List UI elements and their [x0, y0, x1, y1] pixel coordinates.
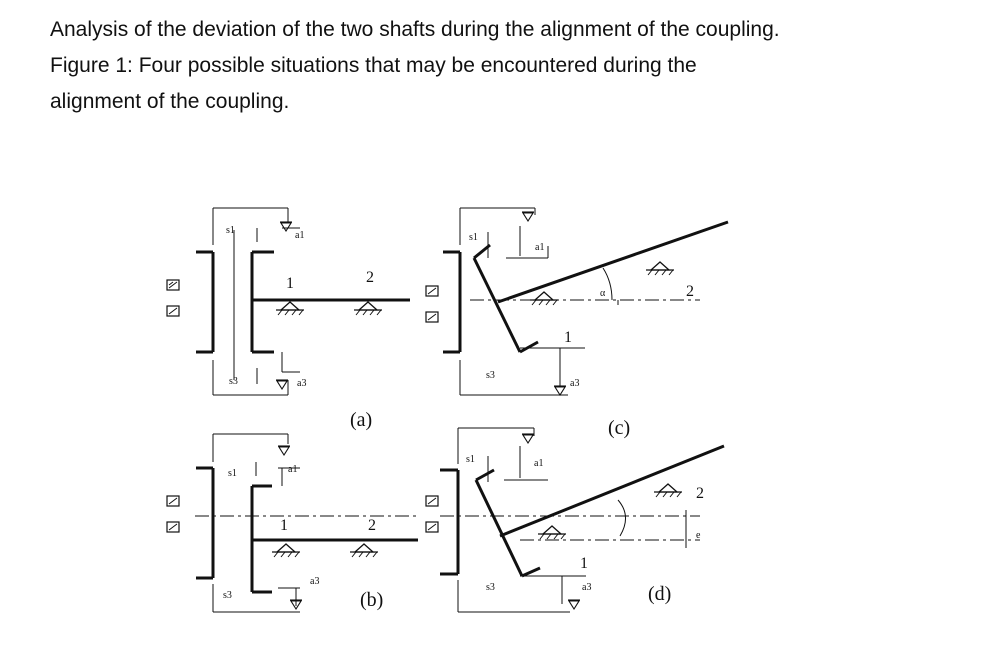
marker-icon	[425, 495, 439, 507]
label-c-s1: s1	[469, 232, 478, 243]
marker-icon	[425, 285, 439, 297]
marker-icon	[166, 495, 180, 507]
label-c-s3: s3	[486, 370, 495, 381]
support-bearing-icon	[271, 543, 301, 558]
dial-indicator-icon	[567, 599, 581, 610]
label-d-shaft-2: 2	[696, 485, 704, 502]
label-b-a3: a3	[310, 576, 319, 587]
dial-indicator-icon	[521, 433, 535, 444]
label-panel-c: (c)	[608, 417, 630, 439]
label-a-s3: s3	[229, 376, 238, 387]
support-bearing-icon	[537, 525, 567, 540]
dial-indicator-icon	[521, 211, 535, 222]
caption-line-3: alignment of the coupling.	[50, 90, 290, 113]
dial-indicator-icon	[553, 385, 567, 396]
label-panel-d: (d)	[648, 583, 671, 605]
marker-icon	[166, 305, 180, 317]
dial-indicator-icon	[275, 379, 289, 390]
label-a-a1: a1	[295, 230, 304, 241]
label-b-shaft-2: 2	[368, 517, 376, 534]
dial-indicator-icon	[279, 221, 293, 232]
support-bearing-icon	[275, 301, 305, 316]
figure-caption: Analysis of the deviation of the two sha…	[50, 12, 950, 120]
support-bearing-icon	[349, 543, 379, 558]
dial-indicator-icon	[277, 445, 291, 456]
label-panel-a: (a)	[350, 409, 372, 431]
support-bearing-icon	[645, 261, 675, 276]
support-bearing-icon	[353, 301, 383, 316]
label-a-a3: a3	[297, 378, 306, 389]
label-d-s3: s3	[486, 582, 495, 593]
label-c-shaft-1: 1	[564, 329, 572, 346]
label-c-a3: a3	[570, 378, 579, 389]
panel-b	[166, 433, 420, 613]
label-d-shaft-1: 1	[580, 555, 588, 572]
marker-icon	[166, 521, 180, 533]
label-c-shaft-2: 2	[686, 283, 694, 300]
label-a-shaft-2: 2	[366, 269, 374, 286]
caption-line-1: Analysis of the deviation of the two sha…	[50, 18, 780, 41]
label-a-s1: s1	[226, 225, 235, 236]
label-d-s1: s1	[466, 454, 475, 465]
marker-icon	[425, 521, 439, 533]
label-panel-b: (b)	[360, 589, 383, 611]
label-c-a1: a1	[535, 242, 544, 253]
label-b-shaft-1: 1	[280, 517, 288, 534]
panel-c	[425, 207, 729, 396]
label-d-a3: a3	[582, 582, 591, 593]
caption-line-2: Figure 1: Four possible situations that …	[50, 54, 697, 77]
support-bearing-icon	[529, 291, 559, 306]
label-b-a1: a1	[288, 464, 297, 475]
label-d-offset: e	[696, 530, 701, 541]
marker-icon	[166, 279, 180, 291]
panel-a	[166, 207, 410, 396]
label-a-shaft-1: 1	[286, 275, 294, 292]
panel-d	[425, 427, 725, 613]
label-b-s1: s1	[228, 468, 237, 479]
label-d-a1: a1	[534, 458, 543, 469]
support-bearing-icon	[653, 483, 683, 498]
label-b-s3: s3	[223, 590, 232, 601]
label-c-angle: α	[600, 288, 606, 299]
marker-icon	[425, 311, 439, 323]
